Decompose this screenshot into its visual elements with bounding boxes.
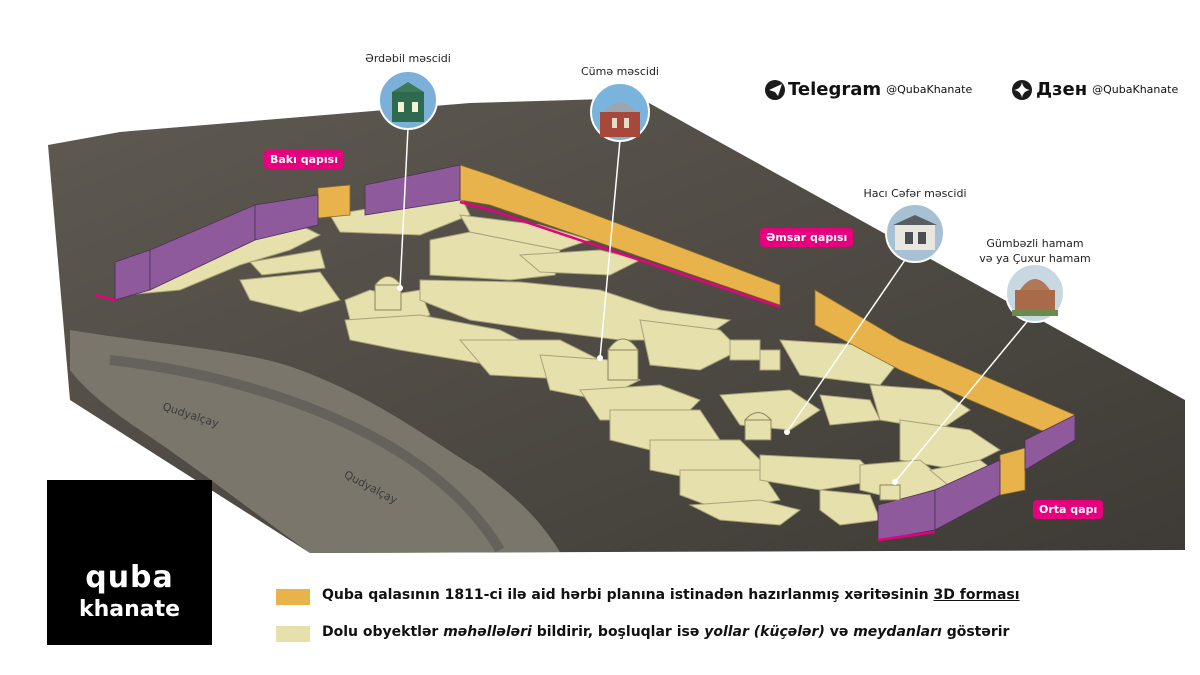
label-gumbezli-hamam: Gümbəzli hamam və ya Çuxur hamam — [975, 236, 1095, 266]
gate-orta: Orta qapı — [1033, 500, 1104, 519]
wall-base-lines — [94, 200, 936, 542]
map-mosque-domes — [373, 276, 901, 501]
fortress-walls-purple — [114, 164, 1076, 541]
legend-blocks-part3: və — [829, 624, 849, 640]
legend-blocks-italic2: yollar (küçələr) — [704, 624, 825, 640]
legend-walls-link: 3D forması — [933, 587, 1020, 603]
gate-baki: Bakı qapısı — [264, 150, 344, 169]
legend-row-blocks: Dolu obyektlər məhəllələri bildirir, boş… — [322, 624, 1009, 640]
dzen-handle: @QubaKhanate — [1092, 83, 1179, 96]
legend-blocks-part1: Dolu obyektlər — [322, 624, 439, 640]
legend-swatch-walls — [276, 589, 310, 605]
telegram-link[interactable]: Telegram @QubaKhanate — [788, 79, 972, 100]
dzen-icon[interactable] — [1012, 80, 1032, 100]
label-gumbezli-hamam-line2: və ya Çuxur hamam — [979, 252, 1091, 265]
leader-dots — [397, 285, 898, 485]
legend-blocks-italic3: meydanları — [853, 624, 942, 640]
dzen-link[interactable]: Дзен @QubaKhanate — [1036, 79, 1178, 100]
leader-lines — [399, 127, 1031, 483]
quba-khanate-logo — [47, 480, 212, 645]
telegram-handle: @QubaKhanate — [886, 83, 973, 96]
legend-blocks-italic1: məhəllələri — [443, 624, 532, 640]
legend-row-walls: Quba qalasının 1811-ci ilə aid hərbi pla… — [322, 587, 1020, 603]
label-haci-cefer-mosque: Hacı Cəfər məscidi — [863, 187, 967, 200]
label-gumbezli-hamam-line1: Gümbəzli hamam — [986, 237, 1084, 250]
river-bed — [70, 330, 560, 553]
gate-emsar: Əmsar qapısı — [760, 228, 854, 247]
gumbezli-hamam-photo — [1005, 263, 1065, 323]
telegram-label: Telegram — [788, 79, 882, 100]
telegram-icon[interactable] — [765, 80, 785, 100]
legend-swatch-blocks — [276, 626, 310, 642]
river-channel — [109, 355, 505, 553]
cume-mosque-photo — [590, 82, 650, 142]
erdebil-mosque-photo — [378, 70, 438, 130]
dzen-label: Дзен — [1036, 79, 1088, 100]
logo-text-khanate: khanate — [78, 597, 181, 622]
legend-blocks-part4: göstərir — [946, 624, 1010, 640]
logo-text-quba: quba — [85, 560, 174, 595]
legend-blocks-part2: bildirir, boşluqlar isə — [536, 624, 700, 640]
label-erdebil-mosque: Ərdəbil məscidi — [365, 52, 451, 65]
fortress-walls-orange — [317, 164, 1076, 496]
legend-walls-text: Quba qalasının 1811-ci ilə aid hərbi pla… — [322, 587, 929, 603]
haci-cefer-mosque-photo — [885, 203, 945, 263]
label-cume-mosque: Cümə məscidi — [581, 65, 659, 78]
